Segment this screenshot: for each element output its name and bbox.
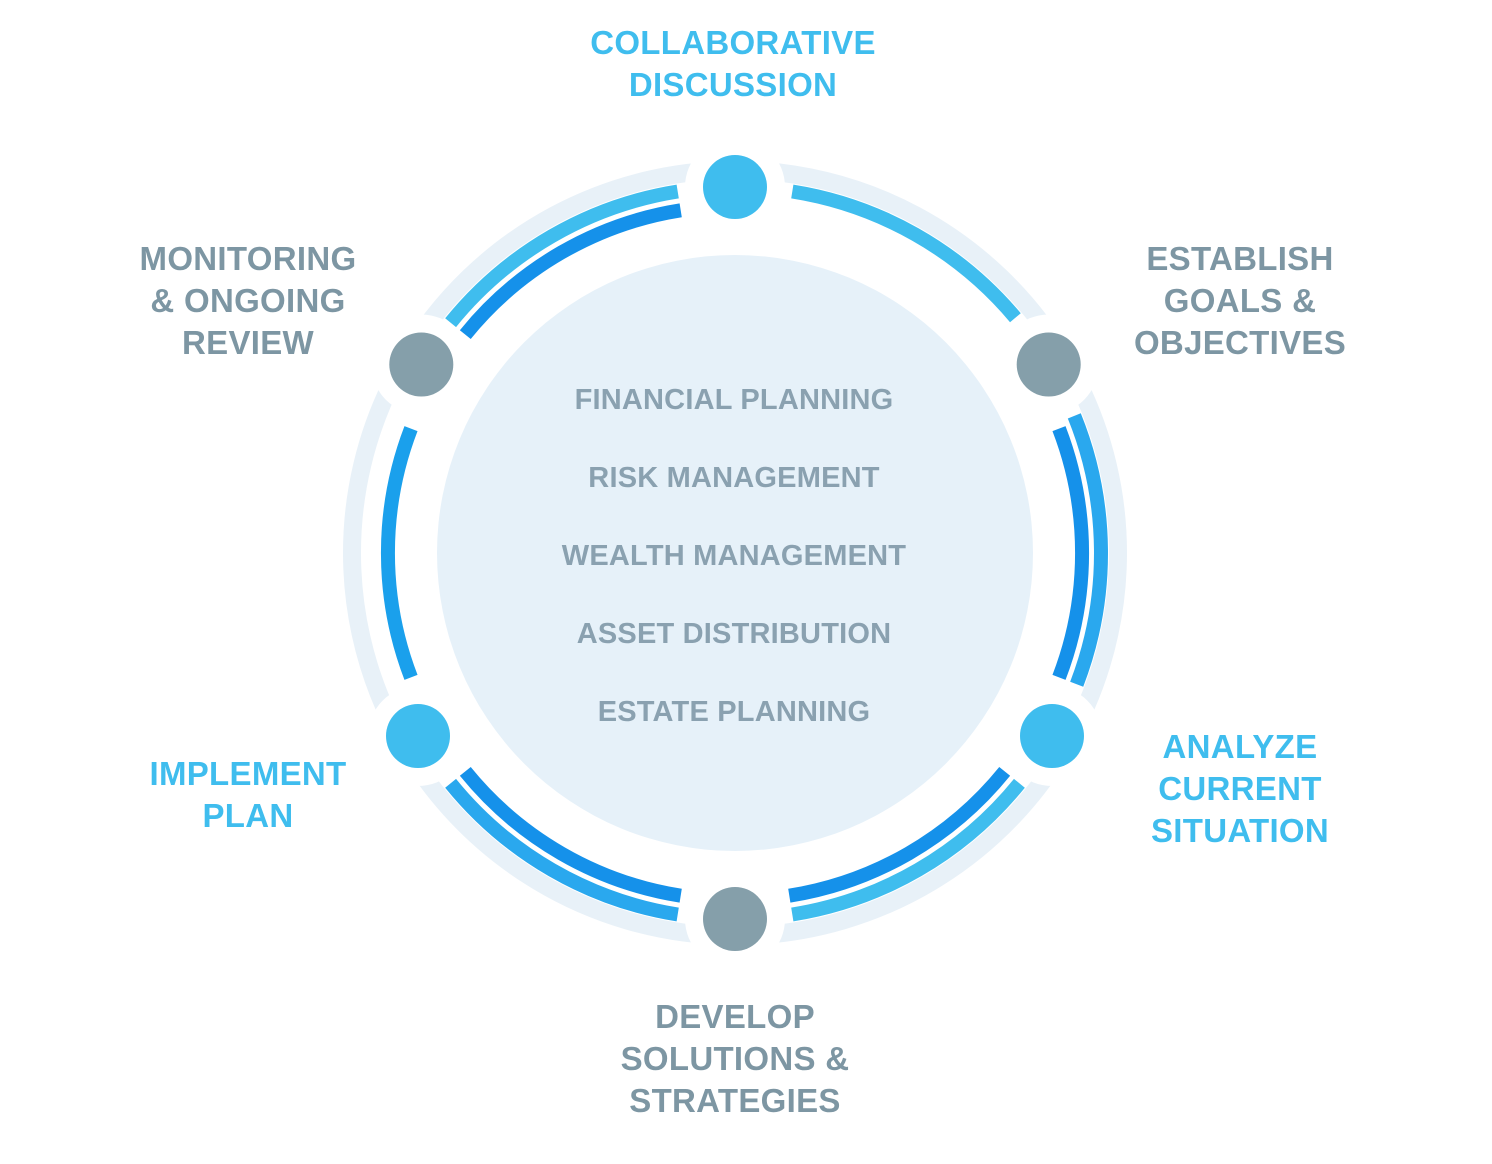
outer-arc-segment (791, 184, 1021, 323)
step-node-establish (1016, 332, 1081, 397)
inner-arc-segment (459, 203, 682, 340)
step-label-line: SOLUTIONS & (620, 1040, 850, 1077)
inner-arc-segment (459, 766, 682, 903)
step-label-line: & ONGOING (150, 282, 346, 319)
step-node-analyze (1020, 704, 1084, 768)
center-disc (437, 255, 1033, 851)
step-label-develop-solutions: DEVELOP SOLUTIONS & STRATEGIES (585, 996, 885, 1122)
inner-arc-ring (381, 203, 1089, 903)
step-label-line: DEVELOP (655, 998, 815, 1035)
step-label-line: OBJECTIVES (1133, 324, 1347, 361)
step-node-develop (703, 887, 767, 951)
center-services-list: FINANCIAL PLANNING RISK MANAGEMENT WEALT… (436, 370, 1032, 760)
inner-arc-segment (1052, 426, 1089, 680)
step-label-line: REVIEW (182, 324, 314, 361)
step-label-line: IMPLEMENT (149, 755, 347, 792)
step-label-line: DISCUSSION (628, 66, 838, 103)
step-label-implement-plan: IMPLEMENT PLAN (98, 753, 398, 837)
outer-arc-segment (445, 778, 679, 922)
outer-arc-segment (1067, 413, 1108, 687)
inner-arc-segment (788, 766, 1011, 903)
step-label-line: MONITORING (139, 240, 357, 277)
step-label-line: GOALS & (1163, 282, 1317, 319)
step-label-line: ESTABLISH (1146, 240, 1334, 277)
step-label-line: STRATEGIES (629, 1082, 841, 1119)
step-label-line: COLLABORATIVE (590, 24, 876, 61)
step-node-monitoring (389, 332, 454, 397)
outer-arc-segment (791, 778, 1025, 922)
step-label-line: PLAN (202, 797, 294, 834)
step-label-analyze-current-situation: ANALYZE CURRENT SITUATION (1090, 726, 1390, 852)
step-label-collaborative-discussion: COLLABORATIVE DISCUSSION (533, 22, 933, 106)
step-label-monitoring-review: MONITORING & ONGOING REVIEW (98, 238, 398, 364)
center-item-estate-planning: ESTATE PLANNING (597, 696, 871, 728)
center-item-financial-planning: FINANCIAL PLANNING (574, 384, 894, 416)
step-label-establish-goals: ESTABLISH GOALS & OBJECTIVES (1090, 238, 1390, 364)
inner-arc-segment (381, 426, 418, 680)
step-label-line: SITUATION (1150, 812, 1330, 849)
step-node-collaborative (703, 155, 767, 219)
step-label-line: ANALYZE (1162, 728, 1318, 765)
outer-arc-segment (445, 184, 679, 328)
center-item-risk-management: RISK MANAGEMENT (588, 462, 880, 494)
center-item-wealth-management: WEALTH MANAGEMENT (561, 540, 907, 572)
step-nodes (368, 137, 1102, 969)
center-item-asset-distribution: ASSET DISTRIBUTION (576, 618, 892, 650)
step-label-line: CURRENT (1158, 770, 1322, 807)
outer-arc-ring (445, 184, 1108, 922)
step-node-implement (386, 704, 450, 768)
